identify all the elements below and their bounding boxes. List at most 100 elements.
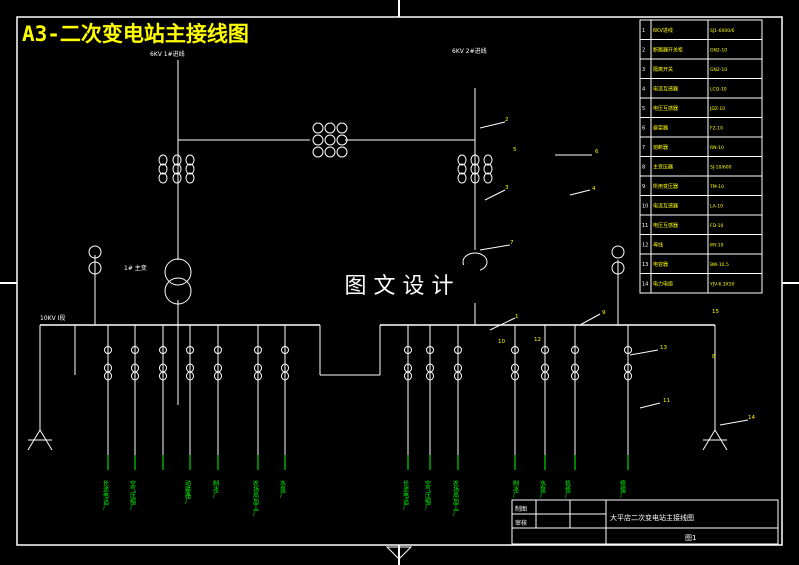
feeder-switch bbox=[624, 346, 632, 354]
feeder-ct bbox=[104, 371, 112, 381]
pt-left bbox=[88, 245, 102, 275]
legend-name: 电容器 bbox=[653, 261, 668, 268]
legend-name: 电力电缆 bbox=[653, 281, 673, 288]
callout-number: 4 bbox=[592, 186, 596, 192]
feeder-switch bbox=[281, 346, 289, 354]
legend-model: FZ-10 bbox=[710, 126, 723, 132]
legend-name: 断路器开关柜 bbox=[653, 47, 683, 54]
ct-circle bbox=[336, 134, 348, 146]
feeder-switch bbox=[511, 346, 519, 354]
legend-name: 电压互感器 bbox=[653, 105, 678, 112]
ct-stack-element bbox=[483, 172, 493, 184]
ct-stack-element bbox=[185, 163, 195, 175]
ct-stack-element bbox=[172, 163, 182, 175]
legend-number: 8 bbox=[642, 165, 645, 171]
legend-name: 电流互感器 bbox=[653, 86, 678, 93]
callout-number: 6 bbox=[595, 149, 599, 155]
legend-number: 2 bbox=[642, 48, 645, 54]
legend-name: 隔离开关 bbox=[653, 66, 673, 73]
legend-model: MY-10 bbox=[710, 243, 724, 249]
legend-model: SJ1-6000/6 bbox=[710, 28, 735, 34]
callout-number: 14 bbox=[748, 415, 755, 421]
capacitor-left bbox=[27, 429, 53, 451]
callout-number: 12 bbox=[534, 337, 541, 343]
legend-number: 6 bbox=[642, 126, 645, 132]
feeder-switch bbox=[159, 346, 167, 354]
legend-number: 13 bbox=[642, 262, 648, 268]
feeder-label: 长途电话厂 bbox=[102, 479, 109, 511]
callout-number: 10 bbox=[498, 339, 505, 345]
legend-model: LCQ-10 bbox=[710, 87, 727, 93]
legend-name: 母线 bbox=[653, 242, 663, 249]
legend-number: 11 bbox=[642, 223, 648, 229]
callout-number: 2 bbox=[505, 117, 509, 123]
legend-model: BW-10.5 bbox=[710, 262, 729, 268]
feeder-label: 制冰厂 bbox=[512, 479, 519, 499]
ct-stack-element bbox=[185, 172, 195, 184]
feeder-switch bbox=[404, 346, 412, 354]
legend-number: 10 bbox=[642, 204, 648, 210]
callout-number: 8 bbox=[712, 354, 716, 360]
feeder-switch bbox=[454, 346, 462, 354]
ct-circle bbox=[336, 146, 348, 158]
ct-stack-element bbox=[457, 163, 467, 175]
ct-stack-element bbox=[470, 163, 480, 175]
legend-model: GN2-10 bbox=[710, 48, 727, 54]
feeder-switch bbox=[426, 346, 434, 354]
legend-number: 7 bbox=[642, 145, 645, 151]
ct-stack-element bbox=[470, 154, 480, 166]
ct-stack-element bbox=[172, 172, 182, 184]
callout-number: 11 bbox=[663, 398, 670, 404]
feeder-ct bbox=[131, 371, 139, 381]
titleblock-name: 大平店二次变电站主接线图 bbox=[610, 513, 694, 522]
diagram-title: A3-二次变电站主接线图 bbox=[22, 22, 249, 46]
single-line-structure bbox=[39, 60, 749, 430]
feeder-label: 水泵厂 bbox=[279, 479, 286, 499]
legend-number: 9 bbox=[642, 184, 645, 190]
feeder-label: 长途电话厂 bbox=[402, 479, 409, 511]
tie-line-ct-cluster bbox=[312, 122, 348, 158]
legend-name: 避雷器 bbox=[653, 125, 668, 132]
feeder-ct bbox=[404, 371, 412, 381]
legend-name: 所用变压器 bbox=[653, 183, 678, 190]
feeder-label: 修理厂 bbox=[619, 479, 626, 499]
watermark-box bbox=[318, 265, 480, 303]
titleblock-drawing-no: 图1 bbox=[685, 534, 696, 542]
feeder-ct bbox=[426, 371, 434, 381]
feeder-label: 空气压缩厂 bbox=[424, 479, 431, 511]
ct-circle bbox=[336, 122, 348, 134]
feeder-label: 水泵厂 bbox=[539, 479, 546, 499]
ct-stack-element bbox=[483, 154, 493, 166]
feeder-switch bbox=[214, 346, 222, 354]
legend-name: 熔断器 bbox=[653, 144, 668, 151]
legend-number: 12 bbox=[642, 243, 648, 249]
title-block bbox=[511, 499, 779, 545]
feeder-label: 动输路厂 bbox=[184, 480, 191, 505]
bus-left-label: 10KV Ⅰ段 bbox=[40, 314, 65, 322]
feeder-ct bbox=[281, 371, 289, 381]
feeder-ct bbox=[254, 371, 262, 381]
capacitor-right bbox=[702, 429, 728, 451]
feeder-ct bbox=[454, 371, 462, 381]
ct-circle bbox=[312, 134, 324, 146]
ct-circle bbox=[324, 134, 336, 146]
legend-model: TM-10 bbox=[709, 184, 724, 190]
feeder-switch bbox=[104, 346, 112, 354]
feeder-switch bbox=[571, 346, 579, 354]
legend-number: 3 bbox=[642, 67, 645, 73]
ct-stack-element bbox=[172, 154, 182, 166]
feeder-label: 空气压缩厂 bbox=[129, 479, 136, 511]
feeder-switch bbox=[254, 346, 262, 354]
ct-stack-element bbox=[483, 163, 493, 175]
legend-name: 电流互感器 bbox=[653, 203, 678, 210]
feeder-label: 农场局加工厂 bbox=[252, 479, 259, 517]
legend-number: 4 bbox=[642, 87, 645, 93]
feeder-switch bbox=[131, 346, 139, 354]
legend-model: RN-10 bbox=[710, 145, 724, 151]
feeder-switch bbox=[186, 346, 194, 354]
ct-circle bbox=[324, 122, 336, 134]
main-transformer bbox=[164, 258, 192, 305]
titleblock-draw: 制图 bbox=[515, 505, 527, 513]
callout-number: 13 bbox=[660, 345, 667, 351]
